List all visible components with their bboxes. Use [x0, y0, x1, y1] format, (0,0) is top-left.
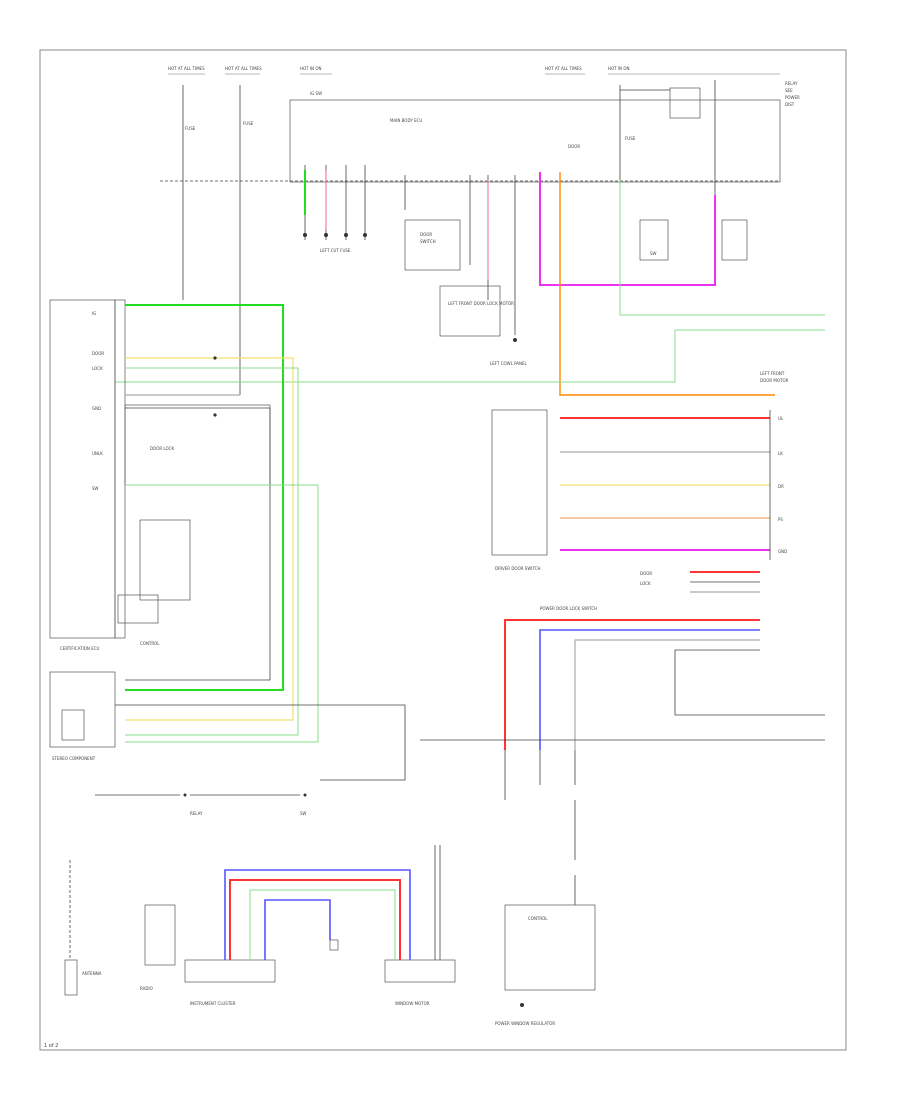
svg-text:SW: SW [650, 251, 657, 256]
ecu-pins: LEFT CUT FUSE DOOR SWITCH LEFT FRONT DOO… [303, 165, 528, 366]
svg-text:UL: UL [778, 416, 784, 421]
power-window-regulator-label: POWER WINDOW REGULATOR [495, 1021, 555, 1026]
module-wires [125, 304, 319, 743]
window-motor-label: WINDOW MOTOR [395, 1001, 430, 1006]
antenna-label: ANTENNA [82, 971, 102, 976]
svg-text:GND: GND [778, 549, 787, 554]
svg-text:DOOR: DOOR [640, 571, 652, 576]
svg-text:CONTROL: CONTROL [528, 916, 548, 921]
left-cut-fuse-label: LEFT CUT FUSE [320, 248, 351, 253]
svg-text:LOCK: LOCK [92, 366, 103, 371]
stereo-component-label: STEREO COMPONENT [52, 756, 96, 761]
certification-ecu: CERTIFICATION ECU IG DOOR LOCK GND UNLK … [49, 299, 271, 651]
magenta-circuit: SW [539, 172, 748, 286]
svg-text:UNLK: UNLK [92, 451, 103, 456]
svg-text:RELAY: RELAY [785, 81, 798, 86]
svg-text:SEE: SEE [785, 88, 793, 93]
svg-text:DIST: DIST [785, 102, 795, 107]
svg-text:SW: SW [92, 486, 99, 491]
fuse-feeds: HOT AT ALL TIMES HOT AT ALL TIMES HOT IN… [168, 66, 780, 75]
svg-text:DOOR: DOOR [420, 232, 432, 237]
svg-text:CONTROL: CONTROL [140, 641, 160, 646]
stereo-component: STEREO COMPONENT RELAY SW [49, 671, 406, 816]
left-cowl-panel-label: LEFT COWL PANEL [490, 361, 528, 366]
driver-door-switch-label: DRIVER DOOR SWITCH [495, 566, 540, 571]
svg-text:FUSE: FUSE [243, 121, 254, 126]
svg-text:LK: LK [778, 451, 783, 456]
svg-text:LEFT FRONT: LEFT FRONT [760, 371, 785, 376]
fuse-drops: FUSE FUSE IG SW FUSE DOOR [182, 80, 716, 395]
svg-text:FUSE: FUSE [185, 126, 196, 131]
svg-text:DOOR: DOOR [568, 144, 580, 149]
radio-label: RADIO [140, 986, 153, 991]
svg-text:LOCK: LOCK [640, 581, 651, 586]
diagram-frame [39, 49, 847, 1051]
svg-text:HOT IN ON: HOT IN ON [300, 66, 321, 71]
power-door-switch: DOOR LOCK POWER DOOR LOCK SWITCH [420, 571, 825, 800]
svg-text:DOOR LOCK: DOOR LOCK [150, 446, 174, 451]
driver-door-switch: DRIVER DOOR SWITCH UL LK DR PS GND [491, 409, 787, 571]
svg-text:HOT AT ALL TIMES: HOT AT ALL TIMES [168, 66, 205, 71]
svg-text:DOOR: DOOR [92, 351, 104, 356]
page-indicator: 1 of 2 [44, 1043, 58, 1049]
svg-text:SW: SW [300, 811, 307, 816]
svg-text:DOOR MOTOR: DOOR MOTOR [760, 378, 789, 383]
svg-text:IG: IG [92, 311, 96, 316]
svg-text:HOT AT ALL TIMES: HOT AT ALL TIMES [225, 66, 262, 71]
instrument-cluster-label: INSTRUMENT CLUSTER [190, 1001, 236, 1006]
orange-wire [559, 172, 775, 396]
bottom-components: ANTENNA RADIO INSTRUMENT CLUSTER WINDOW … [64, 845, 456, 1006]
svg-text:POWER: POWER [785, 95, 800, 100]
green-circuits: LEFT FRONT DOOR MOTOR [115, 180, 825, 383]
certification-ecu-label: CERTIFICATION ECU [60, 646, 99, 651]
main-body-ecu-label: MAIN BODY ECU [390, 118, 422, 123]
left-front-door-lock-label: LEFT FRONT DOOR LOCK MOTOR [448, 301, 514, 306]
svg-text:FUSE: FUSE [625, 136, 636, 141]
svg-text:IG SW: IG SW [310, 91, 322, 96]
svg-text:SWITCH: SWITCH [420, 239, 436, 244]
svg-text:RELAY: RELAY [190, 811, 203, 816]
svg-text:PS: PS [778, 517, 783, 522]
power-door-switch-label: POWER DOOR LOCK SWITCH [540, 606, 597, 611]
main-body-ecu: MAIN BODY ECU RELAY SEE POWER DIST [160, 81, 800, 183]
svg-text:GND: GND [92, 406, 101, 411]
power-window-regulator: CONTROL POWER WINDOW REGULATOR [495, 800, 596, 1026]
svg-text:HOT IN ON: HOT IN ON [608, 66, 629, 71]
svg-text:DR: DR [778, 484, 784, 489]
main-body-ecu-box [289, 99, 781, 183]
svg-text:HOT AT ALL TIMES: HOT AT ALL TIMES [545, 66, 582, 71]
